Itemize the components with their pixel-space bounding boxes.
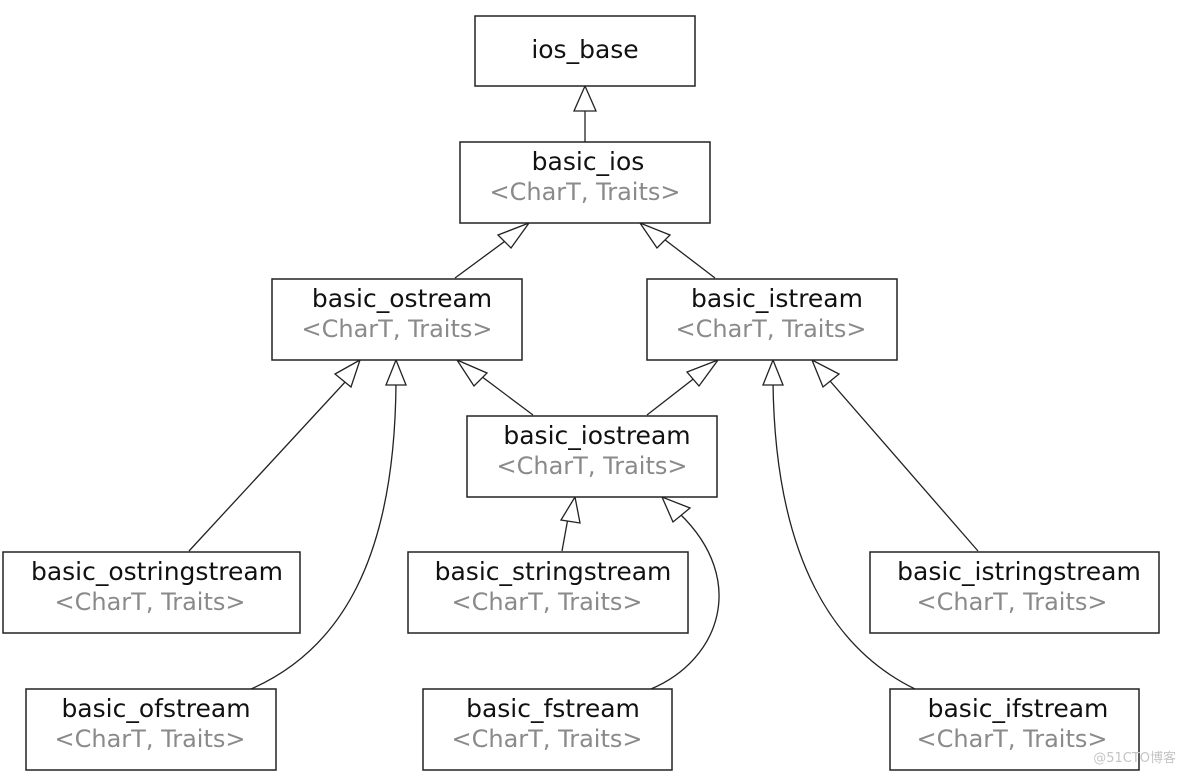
arrowhead-basic_ostream-from-ostringstream bbox=[333, 358, 362, 389]
template-params: <CharT, Traits> bbox=[452, 588, 643, 616]
class-name: basic_istream bbox=[691, 284, 863, 313]
class-name: basic_fstream bbox=[466, 694, 640, 723]
class-node-basic_ifstream: basic_ifstream <CharT, Traits> bbox=[889, 688, 1140, 771]
template-params: <CharT, Traits> bbox=[676, 315, 867, 343]
inheritance-edges bbox=[188, 111, 979, 690]
class-node-ios_base: ios_base bbox=[474, 15, 696, 87]
class-node-basic_ostream: basic_ostream <CharT, Traits> bbox=[271, 278, 523, 361]
arrowhead-basic_ios-left bbox=[496, 221, 531, 250]
arrowhead-basic_ostream-from-ofstream bbox=[385, 358, 407, 386]
class-node-basic_iostream: basic_iostream <CharT, Traits> bbox=[466, 415, 718, 498]
edge-basic_ostream-to-basic_ios bbox=[454, 235, 513, 279]
template-params: <CharT, Traits> bbox=[302, 315, 493, 343]
template-params: <CharT, Traits> bbox=[490, 178, 681, 206]
class-name: basic_ofstream bbox=[61, 694, 250, 723]
arrowhead-basic_istream-from-iostream bbox=[685, 358, 720, 388]
arrowhead-basic_istream-from-ifstream bbox=[762, 358, 784, 386]
arrowhead-ios_base bbox=[573, 84, 597, 112]
arrowhead-basic_ostream-from-iostream bbox=[455, 358, 489, 388]
edge-basic_iostream-to-basic_istream bbox=[646, 372, 702, 416]
class-node-basic_ofstream: basic_ofstream <CharT, Traits> bbox=[25, 688, 277, 771]
class-name: basic_iostream bbox=[503, 421, 690, 450]
edge-basic_istream-to-basic_ios bbox=[659, 235, 716, 279]
arrowhead-basic_iostream-from-stringstream bbox=[559, 495, 581, 524]
edge-basic_stringstream-to-basic_iostream bbox=[561, 517, 569, 552]
inheritance-arrowheads bbox=[333, 84, 841, 524]
arrowhead-basic_iostream-from-fstream bbox=[660, 495, 692, 524]
edge-basic_istringstream-to-basic_istream bbox=[829, 380, 979, 552]
arrowhead-basic_ios-right bbox=[638, 221, 672, 250]
template-params: <CharT, Traits> bbox=[917, 588, 1108, 616]
class-node-basic_fstream: basic_fstream <CharT, Traits> bbox=[422, 688, 673, 771]
class-name: basic_ios bbox=[532, 147, 645, 176]
template-params: <CharT, Traits> bbox=[452, 725, 643, 753]
class-node-basic_istringstream: basic_istringstream <CharT, Traits> bbox=[869, 551, 1160, 634]
edge-basic_fstream-to-basic_iostream bbox=[650, 513, 720, 690]
template-params: <CharT, Traits> bbox=[917, 725, 1108, 753]
class-name: ios_base bbox=[531, 35, 638, 64]
template-params: <CharT, Traits> bbox=[55, 588, 246, 616]
edge-basic_ifstream-to-basic_istream bbox=[772, 381, 916, 690]
class-node-basic_ostringstream: basic_ostringstream <CharT, Traits> bbox=[2, 551, 301, 634]
edge-basic_ostringstream-to-basic_ostream bbox=[188, 380, 347, 552]
class-name: basic_ostringstream bbox=[31, 557, 283, 586]
class-node-basic_ios: basic_ios <CharT, Traits> bbox=[459, 141, 711, 224]
class-name: basic_ostream bbox=[312, 284, 492, 313]
watermark: @51CTO博客 bbox=[1093, 750, 1176, 766]
edge-basic_iostream-to-basic_ostream bbox=[476, 372, 534, 416]
class-name: basic_stringstream bbox=[435, 557, 672, 586]
class-name: basic_ifstream bbox=[928, 694, 1109, 723]
class-name: basic_istringstream bbox=[897, 557, 1141, 586]
template-params: <CharT, Traits> bbox=[497, 452, 688, 480]
class-node-basic_stringstream: basic_stringstream <CharT, Traits> bbox=[407, 551, 689, 634]
arrowhead-basic_istream-from-istringstream bbox=[810, 358, 841, 389]
template-params: <CharT, Traits> bbox=[55, 725, 246, 753]
edge-basic_ofstream-to-basic_ostream bbox=[250, 381, 397, 690]
class-node-basic_istream: basic_istream <CharT, Traits> bbox=[646, 278, 898, 361]
